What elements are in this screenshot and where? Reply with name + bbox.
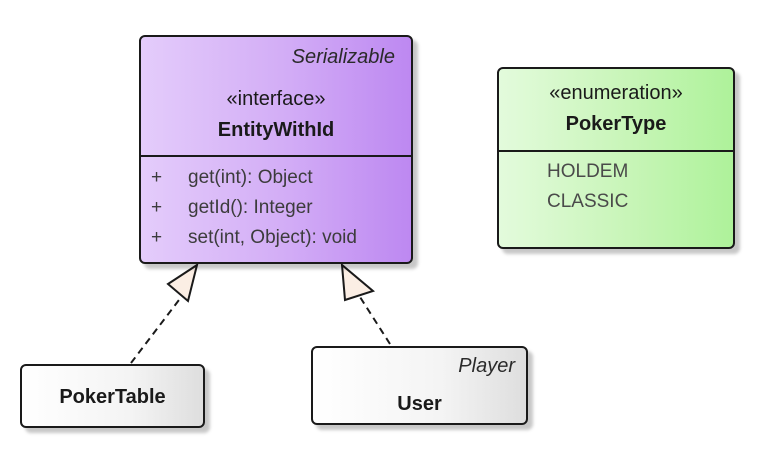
- pokertable-class-name: PokerTable: [59, 386, 166, 408]
- interface-compartment-divider: [141, 155, 411, 157]
- player-tagged-value: Player: [458, 355, 515, 377]
- operation-visibility: +: [151, 167, 163, 188]
- interface-name: EntityWithId: [217, 119, 335, 141]
- operation-signature: get(int): Object: [188, 167, 313, 188]
- pokertable-realization-line: [130, 295, 183, 364]
- user-class-name: User: [397, 393, 442, 415]
- user-realization-arrowhead: [340, 262, 376, 302]
- pokertype-enumeration-box[interactable]: «enumeration» PokerType HOLDEM CLASSIC: [497, 67, 735, 249]
- operation-row: + get(int): Object: [141, 165, 411, 191]
- enumeration-compartment-divider: [499, 150, 733, 152]
- pokertable-realization-arrowhead: [166, 262, 199, 303]
- operation-visibility: +: [151, 197, 163, 218]
- entitywithid-interface-box[interactable]: Serializable «interface» EntityWithId + …: [139, 35, 413, 264]
- enum-literal: CLASSIC: [547, 191, 629, 212]
- operation-visibility: +: [151, 227, 163, 248]
- enum-literal: HOLDEM: [547, 161, 629, 182]
- interface-stereotype: «interface»: [226, 88, 326, 110]
- operation-row: + getId(): Integer: [141, 195, 411, 221]
- user-realization-line: [359, 296, 391, 345]
- user-class-box[interactable]: Player User: [311, 346, 528, 425]
- enumeration-stereotype: «enumeration»: [549, 82, 683, 104]
- serializable-tagged-value: Serializable: [291, 46, 395, 68]
- enumeration-name: PokerType: [565, 113, 667, 135]
- operation-row: + set(int, Object): void: [141, 225, 411, 251]
- operation-signature: set(int, Object): void: [188, 227, 357, 248]
- pokertable-class-box[interactable]: PokerTable: [20, 364, 205, 428]
- operation-signature: getId(): Integer: [188, 197, 313, 218]
